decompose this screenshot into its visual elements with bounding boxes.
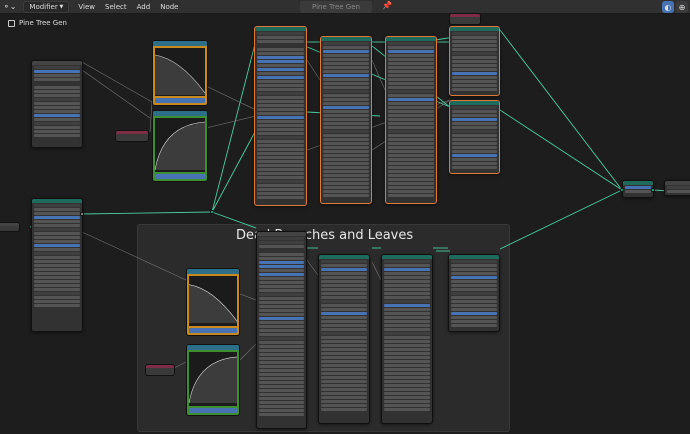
node-spline-param-bottom[interactable] — [145, 364, 175, 376]
curve-graph[interactable] — [188, 352, 238, 406]
header-right-buttons: ◐ ⊕ — [662, 1, 688, 13]
node-join-geometry[interactable] — [622, 180, 654, 198]
node-dead-params[interactable] — [31, 198, 83, 332]
node-tree-icon — [8, 19, 15, 27]
node-branches-bottom[interactable] — [256, 231, 307, 429]
overlay-icon[interactable]: ◐ — [662, 1, 674, 13]
pin-icon[interactable]: 📌 — [382, 1, 392, 10]
node-float-curve-bottom-a[interactable] — [186, 268, 240, 336]
curve-graph[interactable] — [154, 48, 206, 96]
snap-icon[interactable]: ⊕ — [676, 1, 688, 13]
breadcrumb: Pine Tree Gen — [8, 19, 67, 27]
node-leaves-top-b[interactable] — [449, 100, 500, 174]
node-group-input[interactable] — [0, 222, 20, 232]
geometry-socket[interactable] — [210, 210, 214, 214]
node-leaf-params[interactable] — [31, 60, 83, 148]
menu-select[interactable]: Select — [105, 2, 127, 11]
editor-header: ⚬⌄ Modifier ▼ View Select Add Node Pine … — [0, 0, 690, 14]
node-twigs-bottom-a[interactable] — [318, 254, 370, 424]
node-spline-param-top[interactable] — [115, 130, 149, 142]
geometry-socket[interactable] — [651, 188, 655, 192]
node-twigs-top-a[interactable] — [320, 36, 372, 204]
node-group-title[interactable]: Pine Tree Gen — [300, 1, 372, 13]
node-group-output[interactable] — [664, 180, 690, 196]
menu-view[interactable]: View — [78, 2, 96, 11]
curve-graph[interactable] — [188, 276, 238, 326]
node-float-curve-top-b[interactable] — [152, 110, 208, 182]
node-float-curve-top-a[interactable] — [152, 40, 208, 106]
node-editor-icon: ⚬⌄ — [3, 2, 17, 11]
editor-type-button[interactable]: ⚬⌄ — [0, 1, 19, 13]
curve-graph[interactable] — [154, 118, 206, 172]
node-leaves-bottom[interactable] — [448, 254, 500, 332]
node-leaf-object[interactable] — [449, 13, 481, 25]
node-twigs-bottom-b[interactable] — [381, 254, 433, 424]
value-socket[interactable] — [80, 212, 84, 216]
node-twigs-top-b[interactable] — [385, 36, 437, 204]
geometry-socket[interactable] — [620, 188, 624, 192]
chevron-down-icon: ▼ — [59, 3, 64, 10]
menu-add[interactable]: Add — [136, 2, 151, 11]
mode-select[interactable]: Modifier ▼ — [23, 0, 70, 13]
node-leaves-top-a[interactable] — [449, 26, 500, 96]
node-branches-top[interactable] — [254, 26, 307, 206]
breadcrumb-label: Pine Tree Gen — [19, 19, 67, 27]
mode-select-label: Modifier — [29, 2, 58, 11]
menu-node[interactable]: Node — [160, 2, 179, 11]
node-float-curve-bottom-b[interactable] — [186, 344, 240, 416]
